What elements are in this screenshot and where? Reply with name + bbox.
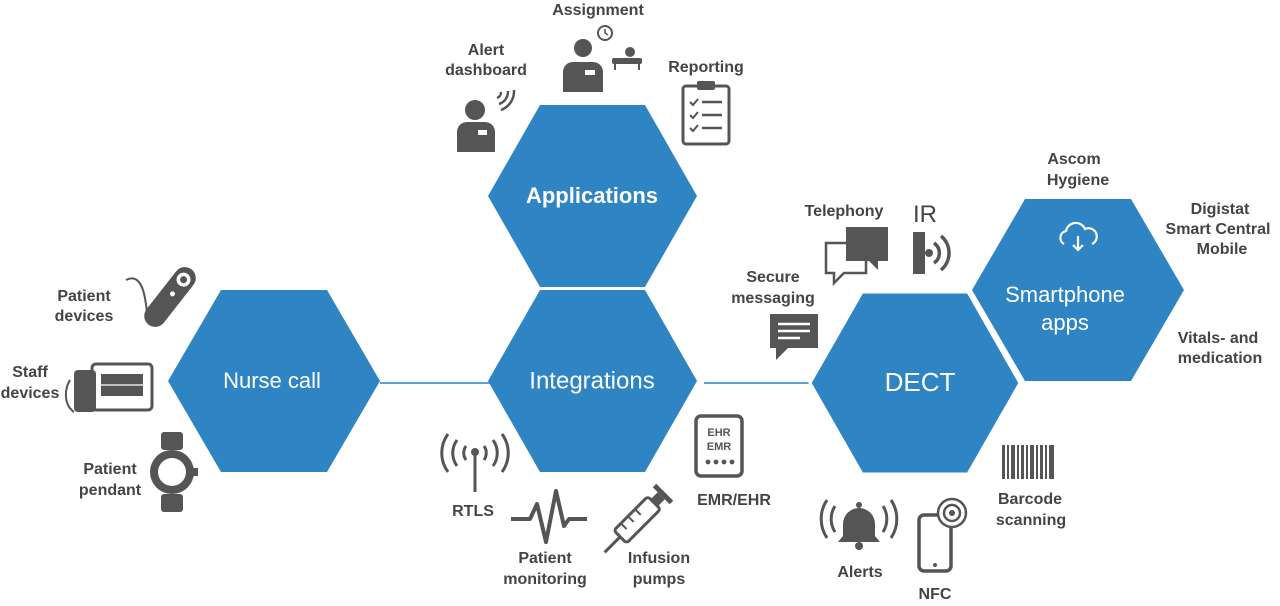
label-patient-devices-line2: devices	[55, 308, 114, 325]
label-patient-pendant-line2: pendant	[79, 482, 142, 499]
label-alert-dashboard-line1: Alert	[468, 42, 505, 59]
label-infusion-pumps-line1: Infusion	[628, 550, 690, 567]
hex-smartphone-apps: Smartphone apps	[972, 199, 1184, 381]
ehr-icon-text-ehr: EHR	[707, 427, 730, 439]
hex-label-integrations: Integrations	[529, 367, 654, 394]
cloud-download-icon	[1059, 221, 1098, 252]
label-nfc: NFC	[919, 586, 952, 603]
hex-integrations: Integrations	[488, 290, 697, 472]
label-digistat-line2: Smart Central	[1166, 221, 1271, 238]
label-emr-ehr: EMR/EHR	[697, 492, 771, 509]
label-rtls: RTLS	[452, 503, 494, 520]
hex-label-smartphone-line1: Smartphone	[1005, 282, 1125, 307]
label-staff-devices-line2: devices	[1, 385, 60, 402]
hex-applications: Applications	[488, 105, 697, 287]
label-secure-messaging-line2: messaging	[731, 290, 815, 307]
hex-dect: DECT	[808, 290, 1022, 476]
label-patient-monitoring-line1: Patient	[518, 550, 572, 567]
heartbeat-waveform-icon	[511, 489, 587, 544]
hex-label-smartphone-line2: apps	[1041, 310, 1089, 335]
label-digistat-line3: Mobile	[1197, 241, 1248, 258]
nfc-phone-icon	[917, 497, 968, 573]
label-secure-messaging-line1: Secure	[746, 269, 799, 286]
label-barcode-scanning-line1: Barcode	[998, 491, 1062, 508]
label-infusion-pumps-line2: pumps	[633, 571, 686, 588]
label-assignment: Assignment	[552, 2, 644, 19]
label-patient-devices-line1: Patient	[57, 288, 111, 305]
antenna-signal-icon	[440, 433, 510, 492]
label-staff-devices-line1: Staff	[12, 364, 48, 381]
label-ascom-hygiene-line2: Hygiene	[1047, 172, 1109, 189]
label-ir: IR	[913, 201, 937, 228]
label-barcode-scanning-line2: scanning	[996, 512, 1066, 529]
clipboard-checklist-icon	[681, 81, 731, 146]
label-vitals-line1: Vitals- and	[1178, 330, 1259, 347]
wrist-pendant-icon	[150, 432, 198, 512]
nurse-with-clock-and-patient-bed-icon	[563, 25, 642, 92]
label-ascom-hygiene-line1: Ascom	[1047, 151, 1100, 168]
ehr-device-icon: EHR EMR	[694, 414, 744, 478]
patient-remote-icon	[125, 267, 196, 327]
label-digistat-line1: Digistat	[1191, 201, 1250, 218]
hex-nurse-call: Nurse call	[168, 290, 380, 472]
label-telephony: Telephony	[805, 203, 884, 220]
nurse-with-signal-icon	[457, 89, 516, 152]
label-patient-monitoring-line2: monitoring	[503, 571, 587, 588]
ir-beacon-icon	[913, 232, 951, 274]
label-alert-dashboard-line2: dashboard	[445, 62, 527, 79]
label-vitals-line2: medication	[1178, 350, 1262, 367]
barcode-icon	[1002, 445, 1054, 479]
label-alerts: Alerts	[837, 564, 882, 581]
label-patient-pendant-line1: Patient	[83, 461, 137, 478]
message-bubble-icon	[770, 314, 818, 360]
chat-bubbles-icon	[824, 227, 888, 287]
ringing-bell-icon	[819, 499, 899, 550]
hex-label-applications: Applications	[526, 183, 658, 208]
desk-phone-icon	[64, 362, 154, 413]
ehr-icon-text-emr: EMR	[707, 441, 732, 453]
hex-label-dect: DECT	[885, 367, 956, 397]
label-reporting: Reporting	[668, 59, 744, 76]
syringe-icon	[603, 483, 674, 554]
hex-label-nurse-call: Nurse call	[223, 368, 321, 393]
